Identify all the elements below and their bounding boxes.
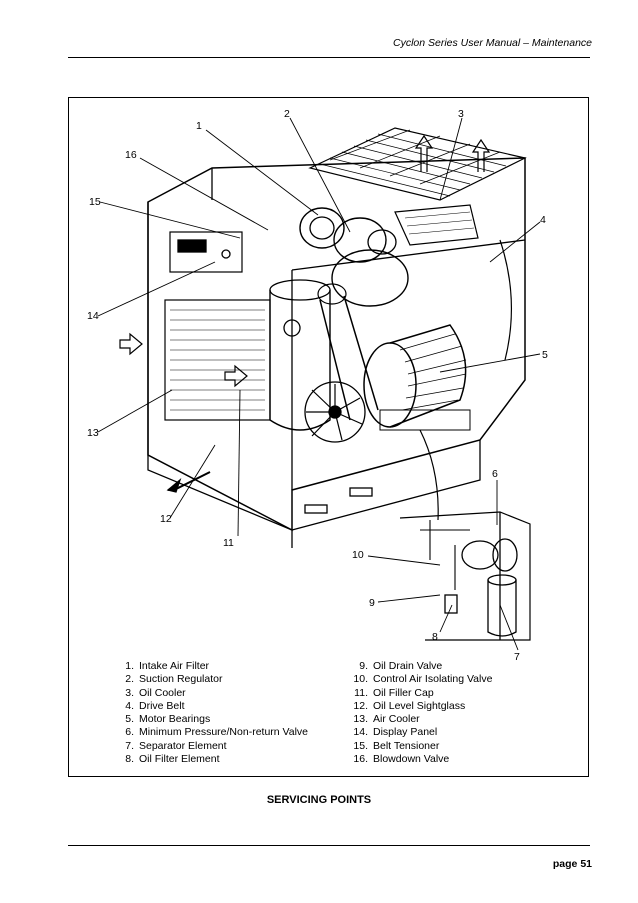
footer-rule [68,845,590,846]
callout-8: 8 [432,631,438,643]
legend-item: 1.Intake Air Filter [125,660,210,672]
page-header-title: Cyclon Series User Manual – Maintenance [392,37,592,49]
figure-caption: SERVICING POINTS [266,794,372,806]
legend-item: 8.Oil Filter Element [125,753,220,766]
callout-4: 4 [540,214,546,226]
legend-item: 16.Blowdown Valve [353,753,450,766]
diagram-frame [68,97,589,777]
callout-2: 2 [284,108,290,120]
legend-item: 12.Oil Level Sightglass [353,699,466,712]
legend-item: 15.Belt Tensioner [353,739,440,752]
callout-9: 9 [369,597,375,609]
legend-item: 9.Oil Drain Valve [359,660,443,672]
legend-item: 13.Air Cooler [353,713,420,726]
legend-item: 14.Display Panel [353,726,438,739]
legend-item: 4.Drive Belt [125,699,185,712]
legend-item: 2.Suction Regulator [125,673,223,686]
callout-7: 7 [514,651,520,663]
callout-6: 6 [492,468,498,480]
legend-left: 1.Intake Air Filter 2.Suction Regulator … [112,660,308,766]
legend-item: 7.Separator Element [125,739,227,752]
callout-3: 3 [458,108,464,120]
callout-10: 10 [352,549,364,561]
callout-16: 16 [125,149,137,161]
callout-13: 13 [87,427,99,439]
callout-5: 5 [542,349,548,361]
callout-1: 1 [196,120,202,132]
legend-item: 11.Oil Filler Cap [354,686,434,699]
legend-item: 3.Oil Cooler [125,686,186,699]
legend-right: 9.Oil Drain Valve 10.Control Air Isolati… [346,660,492,766]
page-number: page 51 [552,858,592,870]
callout-11: 11 [223,537,234,549]
legend-item: 6.Minimum Pressure/Non-return Valve [125,726,309,739]
callout-15: 15 [89,196,101,208]
callout-14: 14 [87,310,99,322]
legend-item: 5.Motor Bearings [125,713,211,726]
legend-item: 10.Control Air Isolating Valve [353,673,493,686]
callout-12: 12 [160,513,172,525]
header-rule [68,57,590,58]
